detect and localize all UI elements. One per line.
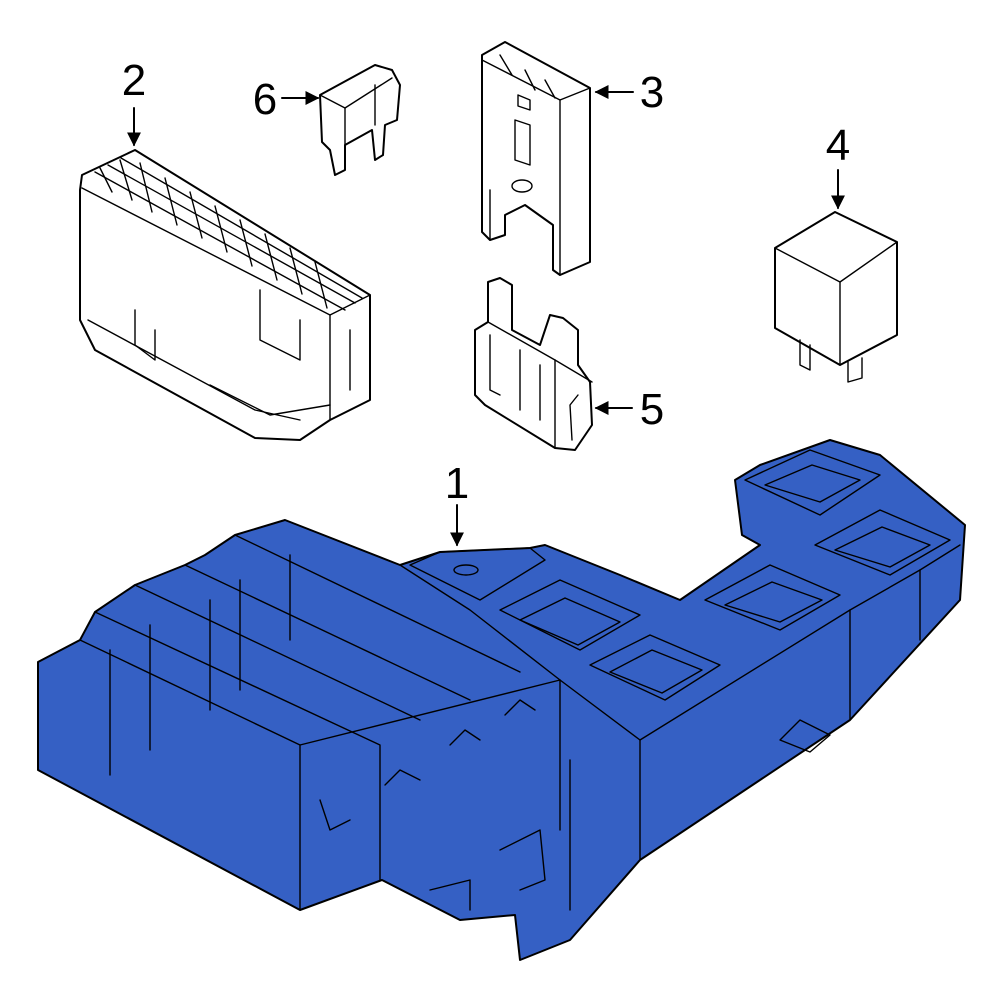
callout-3[interactable]: 3 [640, 68, 664, 117]
part-4-relay[interactable] [774, 211, 898, 383]
callout-4[interactable]: 4 [826, 121, 850, 170]
part-6-blade-fuse[interactable] [319, 64, 401, 176]
callout-6[interactable]: 6 [253, 75, 277, 124]
callout-2[interactable]: 2 [122, 56, 146, 105]
part-5-maxi-fuse[interactable] [474, 277, 593, 451]
part-3-relay-bracket[interactable] [481, 41, 591, 276]
callout-labels: 1 2 3 4 5 6 [122, 56, 850, 508]
callout-arrows [127, 85, 845, 547]
callout-5[interactable]: 5 [640, 385, 664, 434]
part-2-fuse-block[interactable] [79, 149, 371, 441]
callout-1[interactable]: 1 [445, 459, 469, 508]
part-1-fuse-box-base[interactable] [37, 439, 966, 961]
